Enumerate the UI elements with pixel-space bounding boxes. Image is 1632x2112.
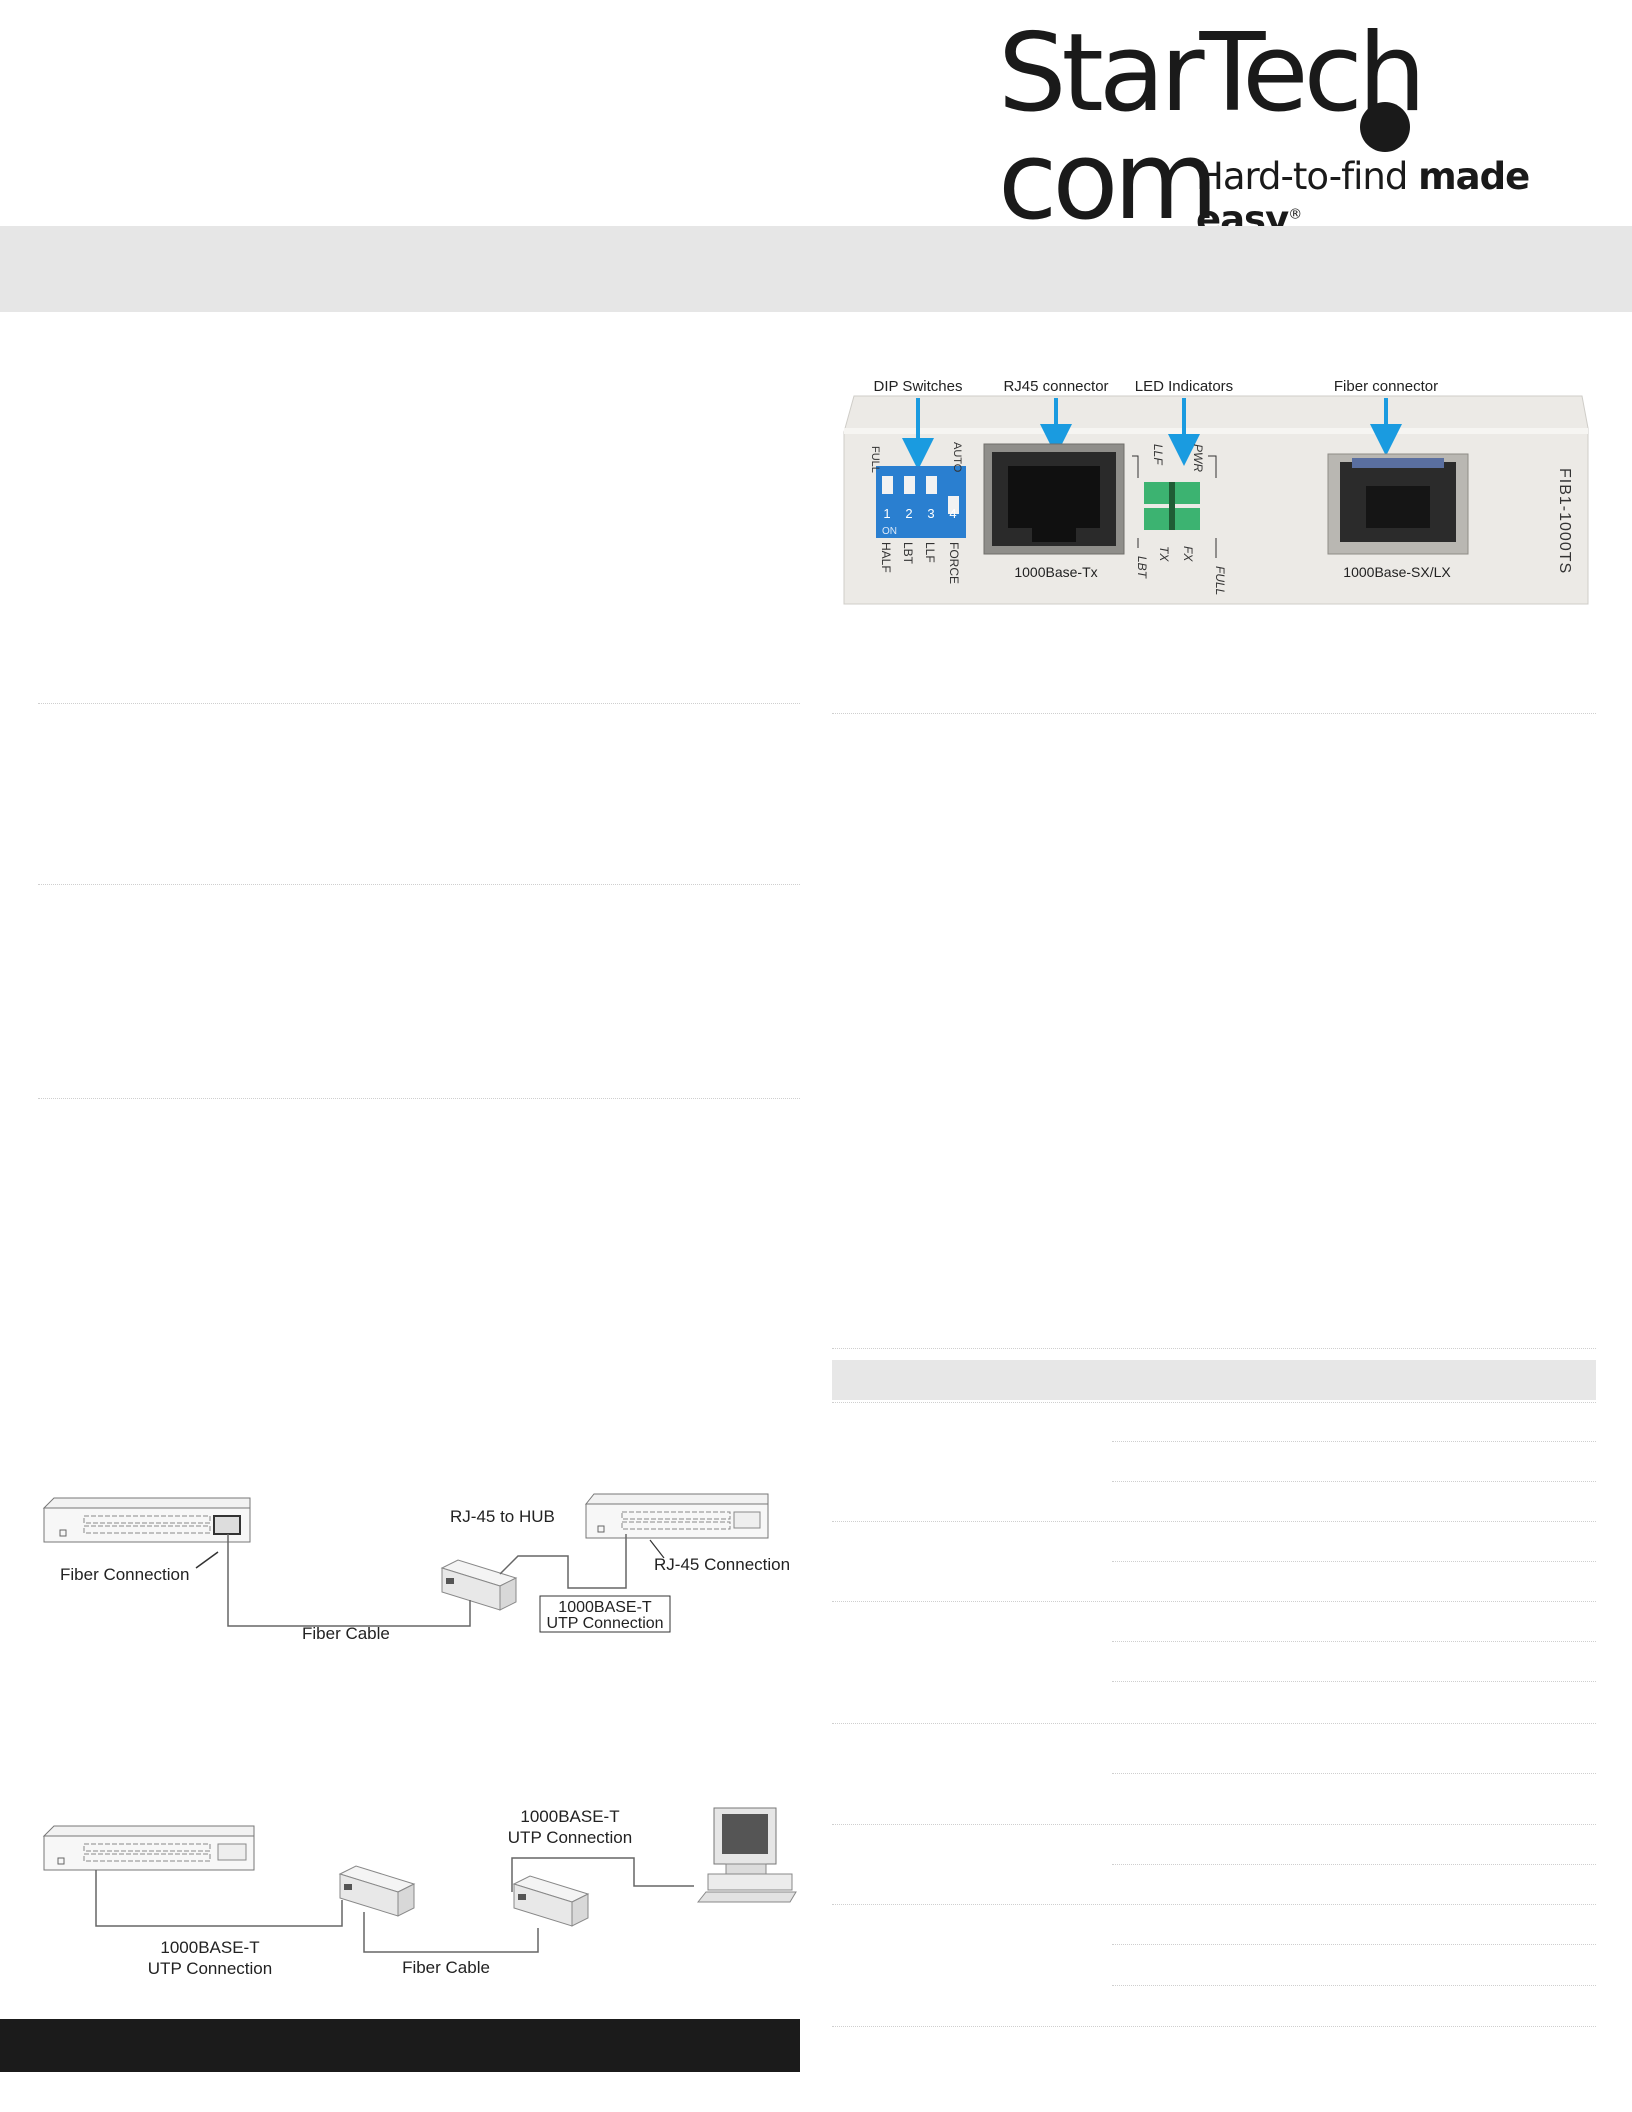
svg-text:Fiber Cable: Fiber Cable [302,1624,390,1643]
footer-bar [0,2019,800,2072]
callout-dip-switches: DIP Switches [874,378,963,395]
svg-text:HALF: HALF [879,542,893,573]
svg-text:RJ-45 Connection: RJ-45 Connection [654,1555,790,1574]
svg-text:LBT: LBT [901,542,915,565]
logo-dot-icon [1360,102,1410,152]
svg-text:ON: ON [882,526,897,537]
fiber-cable-line [227,1534,471,1627]
model-label: FIB1-1000TS [1556,468,1573,574]
svg-text:UTP Connection: UTP Connection [546,1615,663,1632]
hub-icon [584,1493,769,1539]
svg-text:Fiber Connection: Fiber Connection [60,1565,189,1584]
svg-text:1000BASE-T: 1000BASE-T [160,1938,259,1957]
media-converter-icon [338,1865,416,1917]
switch-icon [42,1825,255,1871]
fiber-switch-icon [42,1497,251,1543]
svg-text:3: 3 [927,506,934,521]
dip-switch-block: 1 2 3 4 ON [876,466,966,538]
svg-text:FULL: FULL [1213,566,1227,595]
svg-text:TX: TX [1157,546,1171,562]
spec-table-header [832,1360,1596,1400]
fiber-port [1327,453,1469,555]
svg-text:Fiber Cable: Fiber Cable [402,1958,490,1977]
callout-led-indicators: LED Indicators [1135,378,1233,395]
rj45-port-label: 1000Base-Tx [1014,564,1097,580]
fiber-port-label: 1000Base-SX/LX [1343,564,1451,580]
utp-cable-line [95,1870,343,1927]
divider [38,703,800,704]
svg-text:1000BASE-T: 1000BASE-T [558,1599,652,1616]
svg-text:AUTO: AUTO [951,442,963,473]
logo-brand: StarTech [998,11,1426,136]
product-photo: DIP Switches RJ45 connector LED Indicato… [843,378,1589,605]
svg-text:PWR: PWR [1191,444,1205,472]
logo-tagline: Hard-to-find made easy® [1196,155,1530,241]
callout-fiber-connector: Fiber connector [1334,378,1438,395]
svg-text:UTP Connection: UTP Connection [148,1959,272,1978]
media-converter-icon [440,1559,518,1611]
svg-text:LLF: LLF [1151,444,1165,465]
led-indicators [1144,482,1200,530]
rj45-port [983,443,1125,555]
divider [38,884,800,885]
divider [832,713,1596,714]
svg-text:FORCE: FORCE [947,542,961,584]
computer-icon [696,1807,797,1903]
media-converter-icon [512,1875,590,1927]
divider [832,1348,1596,1349]
svg-text:2: 2 [905,506,912,521]
svg-text:4: 4 [949,506,956,521]
svg-text:FX: FX [1181,546,1195,562]
svg-text:LBT: LBT [1135,556,1149,580]
utp-cable-line [511,1857,694,1892]
logo-wordmark: StarTechcom [998,20,1632,236]
utp-label-box [539,1595,671,1633]
svg-text:LLF: LLF [923,542,937,563]
connection-diagram-pc: 1000BASE-T UTP Connection 1000BASE-T UTP… [42,1807,797,1978]
divider [38,1098,800,1099]
svg-text:UTP Connection: UTP Connection [508,1828,632,1847]
title-band [0,226,1632,312]
svg-text:FULL: FULL [869,446,881,473]
fiber-cable-line [363,1912,539,1953]
logo-suffix: com [998,119,1219,244]
svg-text:RJ-45 to HUB: RJ-45 to HUB [450,1507,555,1526]
svg-text:1000BASE-T: 1000BASE-T [520,1807,619,1826]
svg-text:1: 1 [883,506,890,521]
callout-rj45-connector: RJ45 connector [1003,378,1108,395]
utp-cable-line [499,1534,627,1589]
connection-diagram-hub: Fiber Connection RJ-45 to HUB RJ-45 Conn… [42,1493,790,1643]
